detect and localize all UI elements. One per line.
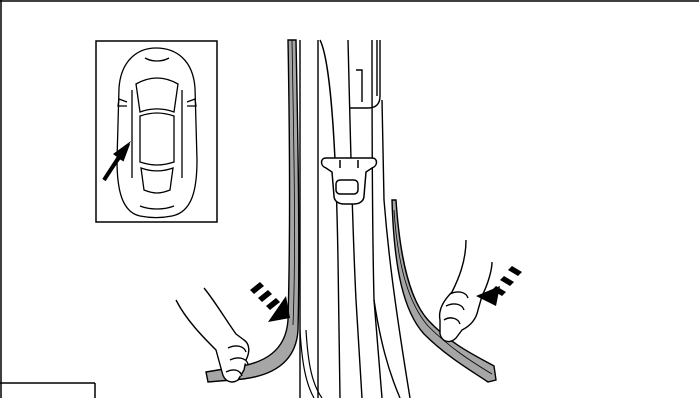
left-hand-icon (176, 288, 249, 382)
right-hand-icon (440, 240, 492, 341)
dashed-arrow-icon (250, 282, 290, 322)
car-locator-inset (96, 41, 217, 222)
seat-belt-anchor-icon (322, 158, 377, 204)
car-top-view-icon (117, 48, 197, 218)
